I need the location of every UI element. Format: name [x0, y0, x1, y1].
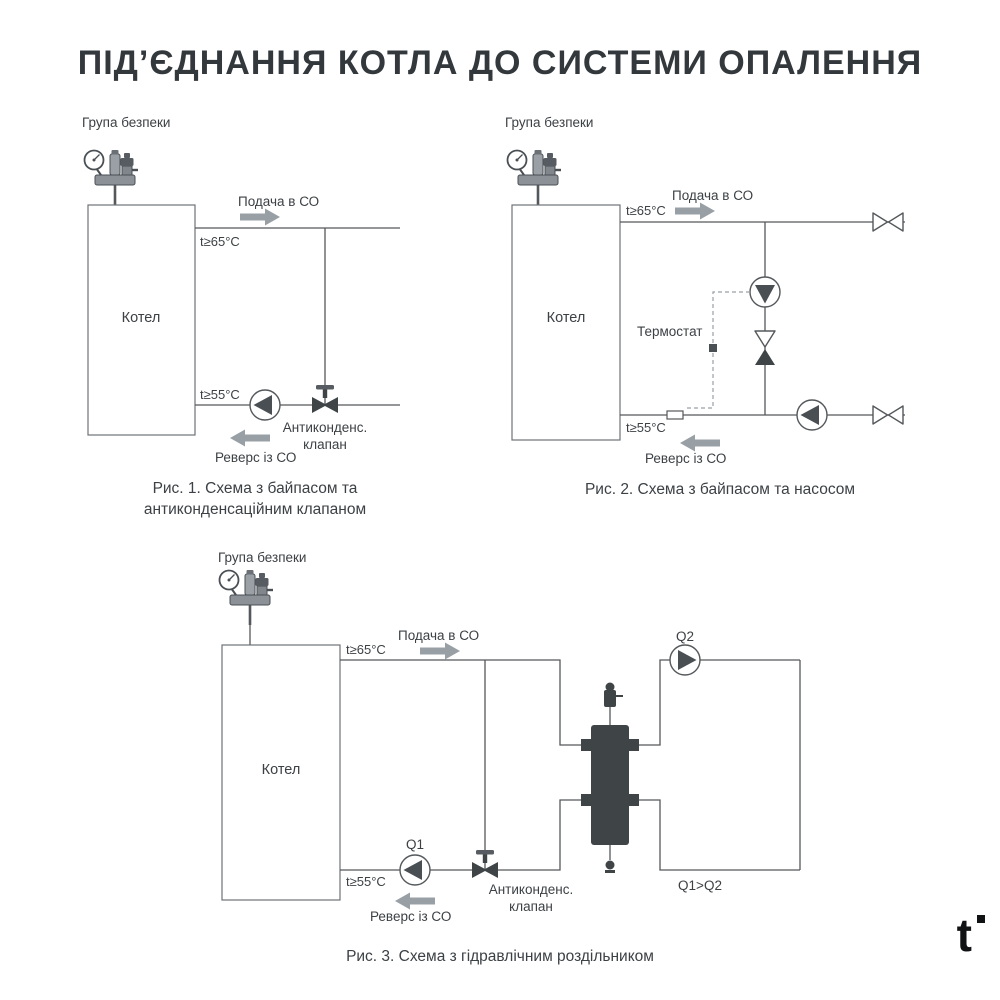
drain-valve-icon	[605, 860, 615, 870]
boiler	[511, 204, 621, 441]
valve-label-line1: Антиконденс.	[489, 882, 574, 897]
supply-temp-label: t≥65°C	[200, 234, 240, 249]
boiler-label: Котел	[547, 310, 586, 326]
pump-q1-label: Q1	[406, 837, 424, 852]
return-arrow-icon	[395, 892, 435, 910]
air-vent-icon	[604, 690, 616, 707]
safety-group-label: Група безпеки	[218, 550, 306, 565]
pump-icon	[249, 389, 281, 421]
boiler-label: Котел	[262, 762, 301, 778]
figure-1-caption-line1: Рис. 1. Схема з байпасом та	[152, 480, 358, 497]
shutoff-valve-return-icon	[872, 405, 904, 425]
supply-arrow-icon	[675, 202, 715, 220]
primary-supply-pipe	[340, 659, 591, 746]
figure-1-caption: Рис. 1. Схема з байпасом та антиконденса…	[60, 478, 450, 520]
brand-logo-dot-icon	[977, 915, 985, 923]
boiler	[221, 644, 341, 901]
safety-group-icon	[506, 148, 563, 207]
valve-label-line2: клапан	[303, 437, 347, 452]
figure-2-diagram: Група безпеки Котел t≥65°C Подача в СО Т…	[505, 115, 905, 466]
supply-label: Подача в СО	[672, 188, 753, 203]
safety-group-label: Група безпеки	[82, 115, 170, 130]
supply-temp-label: t≥65°C	[626, 203, 666, 218]
valve-label-line1: Антиконденс.	[283, 420, 368, 435]
hydraulic-separator-icon	[581, 682, 639, 873]
return-arrow-icon	[230, 429, 270, 447]
brand-logo: t	[956, 909, 985, 961]
figure-3-diagram: Група безпеки Котел t≥65°C По	[218, 550, 801, 924]
pump-q2-icon	[669, 644, 701, 676]
figure-2-caption: Рис. 2. Схема з байпасом та насосом	[495, 479, 945, 500]
supply-label: Подача в СО	[398, 628, 479, 643]
figure-3-caption-line: Рис. 3. Схема з гідравлічним роздільнико…	[346, 948, 654, 965]
brand-logo-letter: t	[956, 909, 972, 961]
safety-group-icon	[218, 568, 275, 627]
flow-note-label: Q1>Q2	[678, 878, 722, 893]
supply-arrow-icon	[420, 642, 460, 660]
figure-2-caption-line: Рис. 2. Схема з байпасом та насосом	[584, 481, 856, 498]
return-label: Реверс із СО	[370, 909, 451, 924]
pump-q1-icon	[399, 854, 431, 886]
primary-return-pipe	[340, 799, 591, 871]
figure-3-caption: Рис. 3. Схема з гідравлічним роздільнико…	[150, 946, 850, 967]
supply-arrow-icon	[240, 208, 280, 226]
boiler-label: Котел	[122, 310, 161, 326]
secondary-return-pipe	[629, 799, 800, 871]
supply-temp-label: t≥65°C	[346, 642, 386, 657]
return-temp-label: t≥55°C	[200, 387, 240, 402]
shutoff-valve-supply-icon	[872, 212, 904, 232]
return-temp-label: t≥55°C	[346, 874, 386, 889]
bypass-pump-icon	[749, 276, 781, 308]
thermostat-sensor-icon	[666, 410, 684, 420]
return-temp-label: t≥55°C	[626, 420, 666, 435]
supply-label: Подача в СО	[238, 194, 319, 209]
safety-group-label: Група безпеки	[505, 115, 593, 130]
pump-q2-label: Q2	[676, 629, 694, 644]
return-arrow-icon	[680, 434, 720, 452]
return-label: Реверс із СО	[645, 451, 726, 466]
valve-label-line2: клапан	[509, 899, 553, 914]
boiler	[87, 204, 196, 436]
secondary-supply-pipe	[629, 659, 800, 746]
thermostat-label: Термостат	[637, 324, 702, 339]
return-pump-icon	[796, 399, 828, 431]
return-label: Реверс із СО	[215, 450, 296, 465]
check-valve-icon	[754, 330, 776, 365]
page-title: ПІД’ЄДНАННЯ КОТЛА ДО СИСТЕМИ ОПАЛЕННЯ	[77, 44, 923, 82]
figure-1-caption-line2: антиконденсаційним клапаном	[143, 501, 367, 518]
figure-1-diagram: Група безпеки Котел t≥65°C Подача в СО А…	[82, 115, 400, 465]
safety-group-icon	[83, 148, 140, 207]
thermostat-head-icon	[709, 344, 717, 352]
